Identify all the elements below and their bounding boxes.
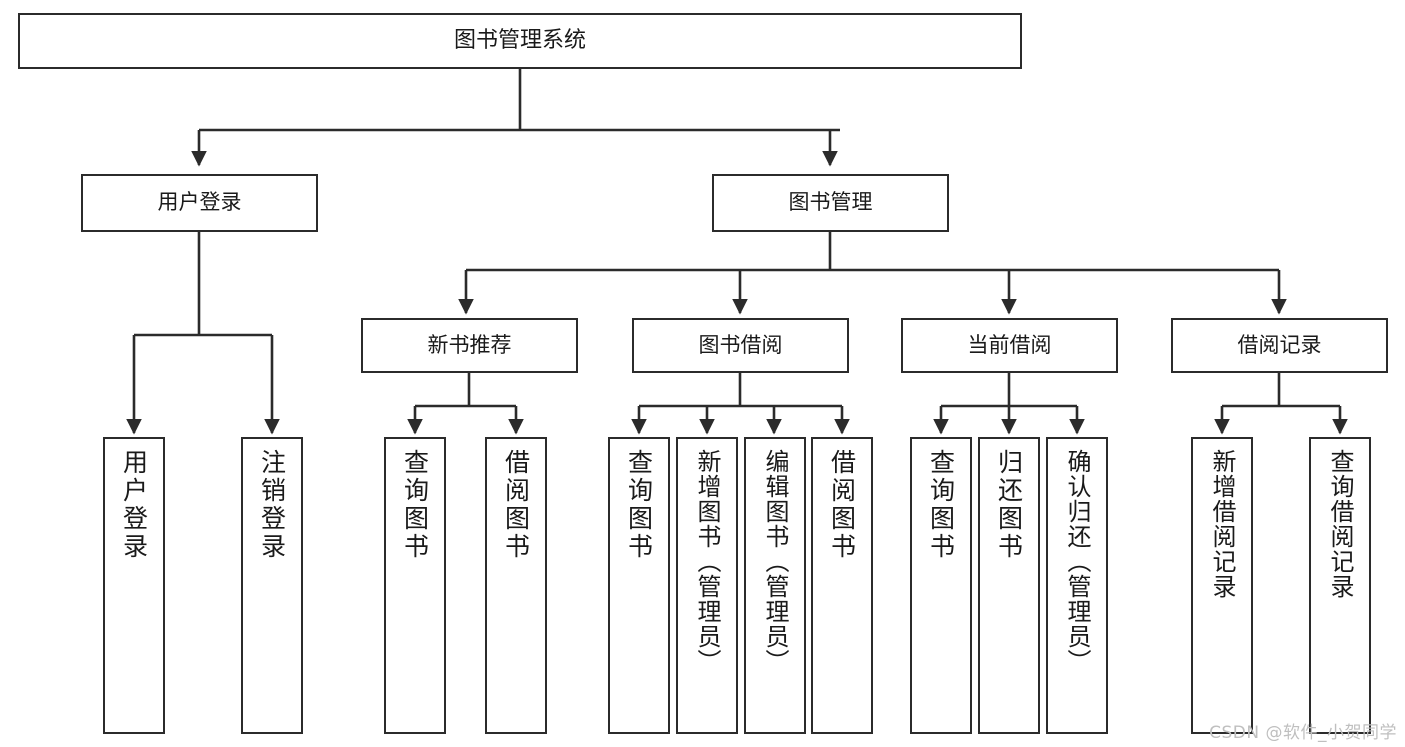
leaf-add-record-label: 新增借阅记录: [1208, 449, 1236, 599]
leaf-borrow-book-1-label: 借阅图书: [501, 449, 531, 561]
leaf-borrow-book-2[interactable]: 借阅图书: [811, 437, 873, 734]
leaf-borrow-book-2-label: 借阅图书: [827, 449, 857, 561]
leaf-add-book[interactable]: 新增图书（管理员）: [676, 437, 738, 734]
leaf-add-book-label: 新增图书（管理员）: [693, 449, 721, 674]
leaf-query-book-3-label: 查询图书: [926, 449, 956, 561]
leaf-confirm-return-label: 确认归还（管理员）: [1063, 449, 1091, 674]
node-root-label: 图书管理系统: [453, 27, 586, 53]
node-book-borrow-label: 图书借阅: [698, 332, 783, 357]
leaf-logout-label: 注销登录: [257, 449, 287, 561]
node-borrow-record-label: 借阅记录: [1237, 332, 1322, 357]
node-user-login-label: 用户登录: [157, 190, 242, 215]
leaf-query-book-1[interactable]: 查询图书: [384, 437, 446, 734]
leaf-edit-book[interactable]: 编辑图书（管理员）: [744, 437, 806, 734]
leaf-user-login[interactable]: 用户登录: [103, 437, 165, 734]
leaf-query-book-2-label: 查询图书: [624, 449, 654, 561]
node-current-borrow-label: 当前借阅: [967, 332, 1052, 357]
leaf-borrow-book-1[interactable]: 借阅图书: [485, 437, 547, 734]
leaf-query-book-3[interactable]: 查询图书: [910, 437, 972, 734]
node-book-manage-label: 图书管理: [788, 190, 873, 215]
leaf-logout[interactable]: 注销登录: [241, 437, 303, 734]
leaf-query-book-2[interactable]: 查询图书: [608, 437, 670, 734]
node-borrow-record[interactable]: 借阅记录: [1171, 318, 1388, 373]
node-new-book-recommend[interactable]: 新书推荐: [361, 318, 578, 373]
node-new-book-recommend-label: 新书推荐: [427, 332, 512, 357]
node-book-manage[interactable]: 图书管理: [712, 174, 949, 232]
watermark: CSDN @软件_小贺同学: [1209, 723, 1397, 743]
node-root[interactable]: 图书管理系统: [18, 13, 1022, 69]
leaf-query-book-1-label: 查询图书: [400, 449, 430, 561]
leaf-return-book-label: 归还图书: [994, 449, 1024, 561]
leaf-return-book[interactable]: 归还图书: [978, 437, 1040, 734]
leaf-query-record[interactable]: 查询借阅记录: [1309, 437, 1371, 734]
leaf-add-record[interactable]: 新增借阅记录: [1191, 437, 1253, 734]
node-user-login[interactable]: 用户登录: [81, 174, 318, 232]
leaf-confirm-return[interactable]: 确认归还（管理员）: [1046, 437, 1108, 734]
node-current-borrow[interactable]: 当前借阅: [901, 318, 1118, 373]
leaf-edit-book-label: 编辑图书（管理员）: [761, 449, 789, 674]
node-book-borrow[interactable]: 图书借阅: [632, 318, 849, 373]
leaf-user-login-label: 用户登录: [119, 449, 149, 561]
leaf-query-record-label: 查询借阅记录: [1326, 449, 1354, 599]
